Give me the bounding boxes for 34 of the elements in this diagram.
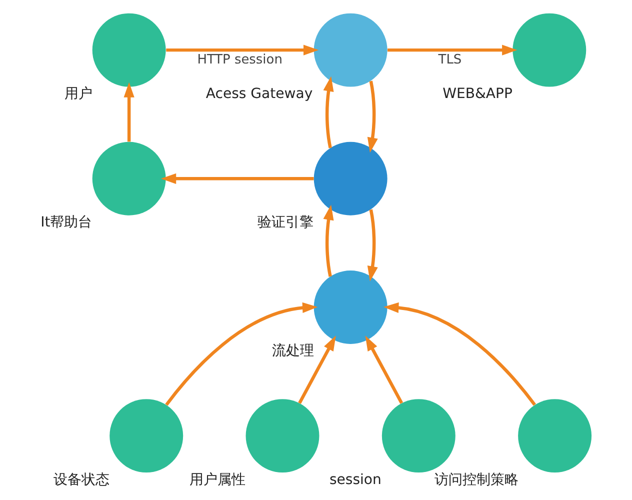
edge-label: HTTP session: [197, 52, 282, 68]
node-label: 访问控制策略: [434, 471, 518, 488]
node-circle: [314, 12, 388, 86]
node-label: Acess Gateway: [206, 86, 313, 102]
node-circle: [314, 270, 388, 344]
arrow: [384, 302, 536, 406]
arrow: [124, 82, 134, 142]
node-label: session: [329, 471, 382, 488]
node-label: 设备状态: [54, 471, 110, 488]
node-circle: [512, 12, 586, 86]
arrow: [365, 335, 404, 404]
node-label: 用户: [64, 86, 92, 102]
arrow: [298, 335, 336, 404]
edge-label: TLS: [438, 52, 462, 68]
node-label: It帮助台: [40, 214, 92, 230]
arrow: [166, 44, 319, 55]
node-label: WEB&APP: [442, 86, 512, 102]
node-label: 验证引擎: [258, 214, 314, 230]
arrow: [367, 208, 378, 281]
arrow: [388, 44, 518, 55]
node-label: 流处理: [272, 342, 314, 359]
node-circle: [382, 398, 456, 472]
node-circle: [518, 398, 592, 472]
node-circle: [92, 141, 166, 215]
node-circle: [92, 12, 166, 86]
arrow: [323, 76, 334, 148]
node-circle: [110, 398, 184, 472]
arrow: [323, 204, 334, 276]
arrow: [165, 302, 318, 406]
node-label: 用户属性: [190, 471, 246, 488]
node-circle: [314, 141, 388, 215]
node-circle: [246, 398, 320, 472]
arrow: [367, 80, 378, 152]
arrow: [160, 172, 314, 184]
